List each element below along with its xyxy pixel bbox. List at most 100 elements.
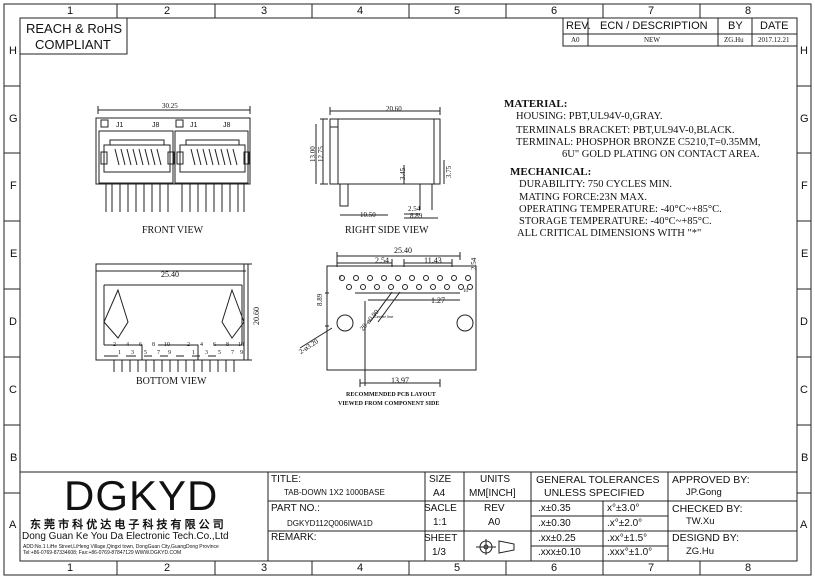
ecn-header: ECN / DESCRIPTION	[600, 20, 708, 32]
company-name-cn: 东 莞 市 科 优 达 电 子 科 技 有 限 公 司	[30, 519, 224, 531]
row-label-g: G	[9, 113, 18, 125]
company-logo: DGKYD	[64, 472, 219, 519]
mechanical-line-3: OPERATING TEMPERATURE: -40°C~+85°C.	[519, 204, 722, 215]
col-label-4: 4	[357, 5, 364, 17]
rev-header: REV.	[566, 20, 591, 32]
row-label-b: B	[10, 452, 18, 464]
col-label-3: 3	[261, 5, 268, 17]
material-line-1: HOUSING: PBT,UL94V-0,GRAY.	[516, 111, 663, 122]
pcb-254b-dim: 2.54	[470, 257, 478, 270]
bottom-pin-10: 10	[164, 342, 170, 348]
col-label-2: 2	[164, 5, 171, 17]
mechanical-line-5: ALL CRITICAL DIMENSIONS WITH "*"	[517, 228, 702, 239]
side-h2-dim: 12.75	[317, 146, 325, 162]
bottom-pin-4: 4	[126, 342, 129, 348]
side-889-dim: 8.89	[410, 212, 423, 220]
front-j1-right: J1	[190, 122, 198, 129]
pcb-layout-drawing	[299, 252, 477, 387]
mechanical-line-4: STORAGE TEMPERATURE: -40°C~+85°C.	[519, 216, 712, 227]
mechanical-title: MECHANICAL:	[510, 166, 592, 178]
design-label: DESIGND BY:	[672, 532, 740, 544]
scale-value: 1:1	[433, 517, 447, 528]
pcb-1397-dim: 13.97	[391, 376, 409, 385]
material-line-3: TERMINAL: PHOSPHOR BRONZE C5210,T=0.35MM…	[516, 137, 761, 148]
approved-label: APPROVED BY:	[672, 474, 750, 486]
bottom-pin-1: 1	[118, 350, 121, 356]
bottom-pin-9b: 9	[240, 350, 243, 356]
bottom-pin-5: 5	[144, 350, 147, 356]
gt-row-2-angular: .x°±2.0°	[607, 518, 643, 529]
row-label-b-right: B	[801, 452, 809, 464]
size-label: SIZE	[429, 474, 452, 485]
company-contact: Tel:+86-0769-87334608; Fax:+86-0769-8784…	[23, 550, 182, 556]
front-width-dim: 30.25	[162, 102, 178, 110]
row-label-c-right: C	[800, 384, 808, 396]
row-label-c: C	[9, 384, 17, 396]
col-label-2-bottom: 2	[164, 562, 171, 574]
gt-row-1-linear: .x±0.35	[538, 503, 571, 514]
remark-label: REMARK:	[271, 532, 317, 543]
row-label-g-right: G	[800, 113, 809, 125]
pcb-width-dim: 25.40	[394, 246, 412, 255]
pcb-pin-10: 10	[463, 289, 468, 294]
row-label-f-right: F	[801, 180, 808, 192]
by-header: BY	[728, 20, 743, 32]
bottom-height-dim: 20.60	[252, 307, 261, 325]
bottom-pin-8b: 8	[226, 342, 229, 348]
col-label-8-bottom: 8	[745, 562, 752, 574]
col-label-6: 6	[551, 5, 558, 17]
side-254-dim: 2.54	[408, 205, 421, 213]
col-label-1-bottom: 1	[67, 562, 74, 574]
bottom-pin-7b: 7	[231, 350, 234, 356]
bottom-view-title: BOTTOM VIEW	[136, 376, 207, 387]
bottom-pin-8: 8	[152, 342, 155, 348]
side-345-dim: 3.45	[399, 167, 407, 180]
col-label-5-bottom: 5	[454, 562, 461, 574]
gt-row-1-angular: x°±3.0°	[607, 503, 640, 514]
checked-label: CHECKED BY:	[672, 503, 743, 515]
approved-value: JP.Gong	[686, 487, 722, 498]
row-label-f: F	[10, 180, 17, 192]
by-value: ZG.Hu	[724, 36, 744, 44]
row-label-a-right: A	[800, 519, 808, 531]
pcb-127-dim: 1.27	[431, 296, 445, 305]
side-375-dim: 3.75	[445, 165, 453, 178]
mechanical-line-1: DURABILITY: 750 CYCLES MIN.	[519, 179, 673, 190]
sheet-label: SHEET	[424, 533, 458, 544]
rev-label: REV	[484, 503, 505, 514]
bottom-pin-1b: 1	[192, 350, 195, 356]
bottom-pin-9: 9	[168, 350, 171, 356]
mechanical-line-2: MATING FORCE:23N MAX.	[519, 192, 648, 203]
title-block-lines	[19, 471, 798, 562]
col-label-6-bottom: 6	[551, 562, 558, 574]
column-ticks	[116, 4, 701, 575]
part-value: DGKYD112Q006IWA1D	[287, 519, 373, 528]
sheet-value: 1/3	[432, 547, 446, 558]
gt-row-2-linear: .x±0.30	[538, 518, 571, 529]
size-value: A4	[433, 488, 446, 499]
rev-value-block: A0	[488, 517, 501, 528]
projection-symbol-icon	[476, 539, 515, 555]
pcb-center-line: Center line	[374, 314, 394, 319]
bottom-pin-7: 7	[157, 350, 160, 356]
side-view-title: RIGHT SIDE VIEW	[345, 225, 429, 236]
bottom-pin-2b: 2	[187, 342, 190, 348]
gt-row-3-linear: .xx±0.25	[538, 533, 576, 544]
compliance-box	[19, 17, 128, 55]
col-label-5: 5	[454, 5, 461, 17]
row-label-d: D	[9, 316, 17, 328]
revision-table	[562, 17, 798, 47]
part-label: PART NO.:	[271, 503, 320, 514]
rev-value: A0	[571, 36, 580, 44]
col-label-7: 7	[648, 5, 655, 17]
compliance-line-1: REACH & RoHS	[26, 21, 123, 36]
bottom-pin-5b: 5	[218, 350, 221, 356]
bottom-pin-6: 6	[139, 342, 142, 348]
bottom-pin-10b: 10	[238, 342, 244, 348]
col-label-7-bottom: 7	[648, 562, 655, 574]
side-h1-dim: 13.00	[309, 146, 317, 162]
date-value: 2017.12.21	[758, 36, 790, 44]
side-view-drawing	[315, 107, 445, 219]
front-j8-left: J8	[152, 122, 160, 129]
